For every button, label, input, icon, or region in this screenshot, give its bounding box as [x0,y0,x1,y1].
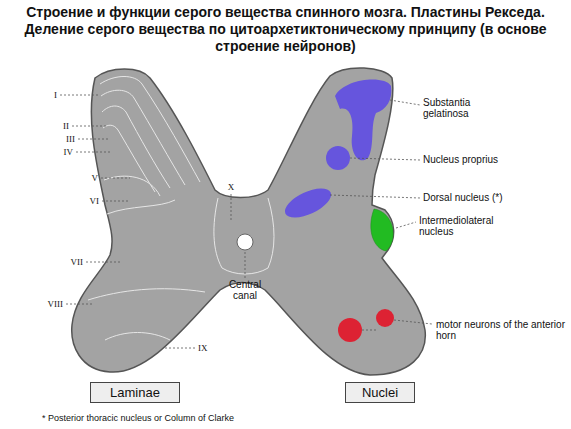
lamina-boundaries [88,77,274,341]
lamina-number: VIII [48,299,64,309]
nucleus-proprius-area [326,146,350,170]
nucleus-label: Intermediolateral nucleus [419,215,519,238]
lamina-number: V [92,173,99,183]
nucleus-label: Nucleus proprius [423,154,498,166]
nucleus-label: motor neurons of the anterior horn [436,319,566,342]
motor-neuron-area [338,318,362,342]
grey-matter [72,68,426,375]
lamina-number: II [63,121,69,131]
title: Строение и функции серого вещества спинн… [3,4,568,54]
lamina-number: VI [90,196,100,206]
dorsal-nucleus-area [281,182,336,223]
structure-label: Central canal [222,279,268,302]
box-label: Laminae [110,385,160,400]
lamina-number: III [66,134,75,144]
motor-neuron-area [376,309,394,327]
leader-lines [60,95,432,348]
nucleus-label: Dorsal nucleus (*) [423,192,502,204]
intermediolateral-nucleus-area [371,209,393,251]
lamina-number: VII [71,257,84,267]
box-label: Nuclei [362,385,398,400]
footnote: * Posterior thoracic nucleus or Column o… [42,413,234,423]
lamina-number: IV [64,147,74,157]
nucleus-label: Substantia gelatinosa [423,97,491,120]
central-canal [237,234,253,250]
lamina-number: I [54,90,57,100]
lamina-number: X [228,182,235,192]
lamina-number: IX [198,343,208,353]
legend-box: Laminae [90,382,180,403]
legend-box: Nuclei [345,382,415,403]
